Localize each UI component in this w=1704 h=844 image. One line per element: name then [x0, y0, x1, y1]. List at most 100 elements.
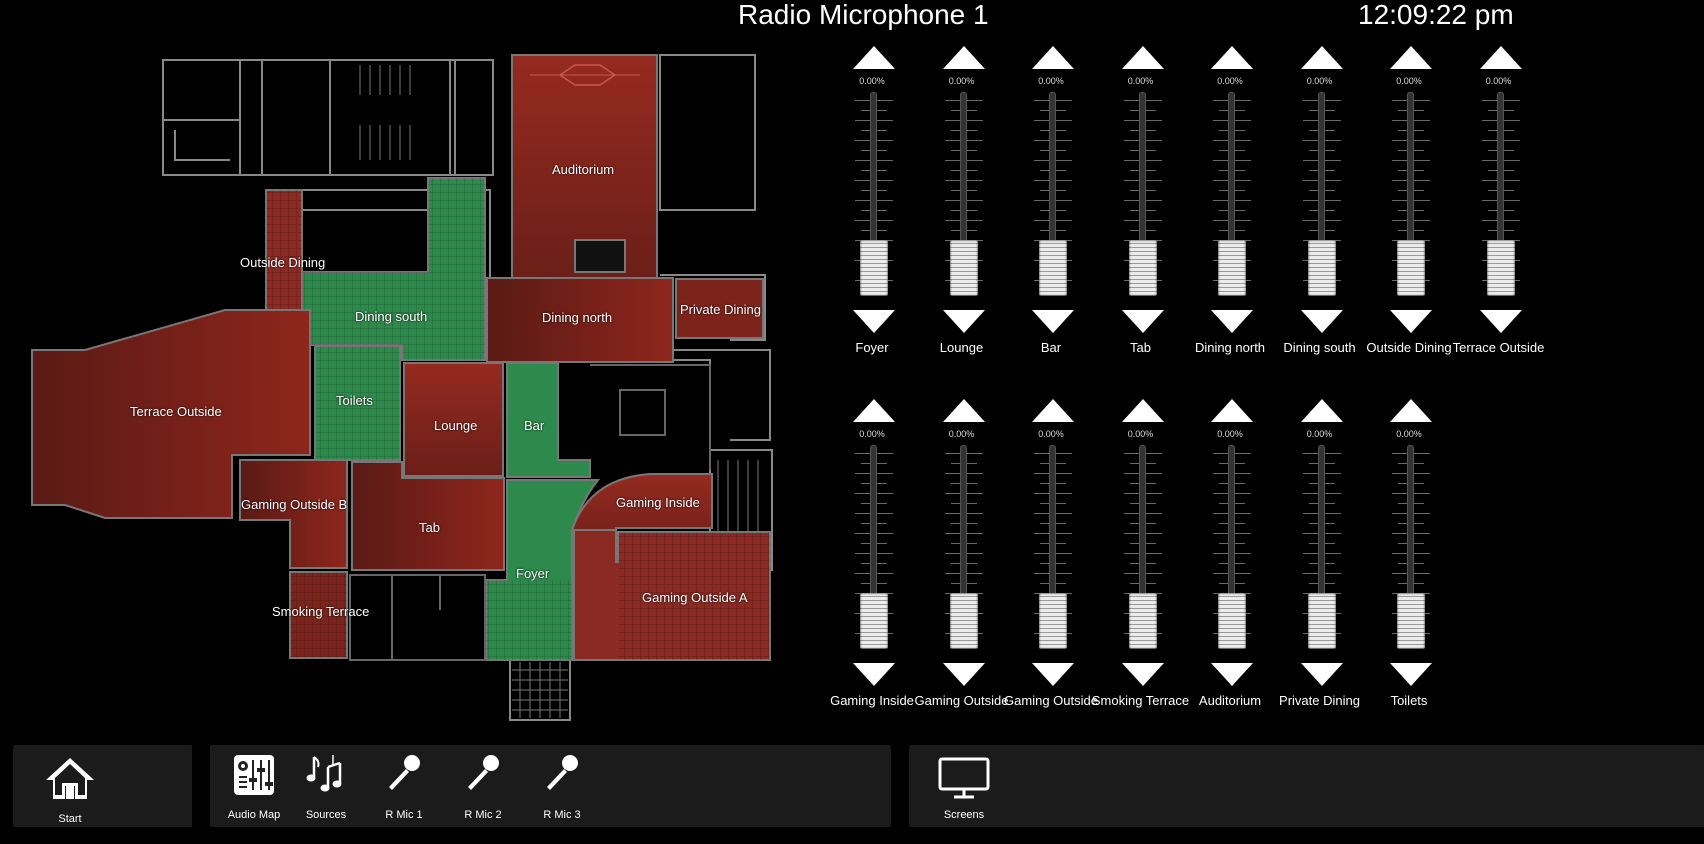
fader-zone-name: Auditorium — [1198, 693, 1262, 708]
zone-label-foyer[interactable]: Foyer — [516, 566, 550, 581]
fader-level: 0.00% — [859, 76, 885, 86]
volume-up-button[interactable] — [853, 46, 895, 69]
volume-down-button[interactable] — [853, 310, 895, 333]
volume-up-button[interactable] — [942, 399, 985, 422]
zone-label-dining-south[interactable]: Dining south — [355, 309, 428, 324]
volume-up-button[interactable] — [1032, 399, 1074, 422]
volume-down-button[interactable] — [1121, 663, 1164, 686]
volume-down-button[interactable] — [853, 663, 895, 686]
volume-down-button[interactable] — [1300, 663, 1343, 686]
fader-knob[interactable] — [1128, 593, 1157, 649]
fader-zone-name: Private Dining — [1279, 693, 1360, 708]
volume-up-button[interactable] — [1211, 46, 1253, 69]
rmic3-button[interactable]: R Mic 3 — [523, 745, 601, 827]
zone-label-gaming-outside-b[interactable]: Gaming Outside B — [241, 497, 348, 512]
floor-plan-map — [31, 54, 773, 721]
volume-down-button[interactable] — [1300, 310, 1343, 333]
fader-knob[interactable] — [1218, 240, 1246, 296]
fader-knob[interactable] — [860, 240, 888, 296]
fader-knob[interactable] — [1486, 240, 1515, 296]
zone-label-lounge[interactable]: Lounge — [434, 418, 478, 433]
microphone-icon — [389, 755, 420, 790]
home-icon — [46, 758, 94, 799]
rmic1-label: R Mic 1 — [385, 809, 423, 821]
fader-knob[interactable] — [1039, 593, 1067, 649]
screens-button[interactable]: Screens — [925, 745, 1003, 827]
fader-strip: 0.00%Bar — [1006, 42, 1096, 382]
fader-zone-name: Gaming Outside — [914, 693, 1009, 708]
volume-up-button[interactable] — [1211, 399, 1253, 422]
fader-knob[interactable] — [949, 240, 978, 296]
rmic2-label: R Mic 2 — [464, 809, 502, 821]
fader-zone-name: Dining north — [1194, 340, 1266, 355]
zone-label-bar[interactable]: Bar — [524, 418, 545, 433]
fader-level: 0.00% — [1127, 429, 1154, 439]
sources-button[interactable]: Sources — [287, 745, 365, 827]
fader-zone-name: Outside Dining — [1366, 340, 1452, 355]
volume-up-button[interactable] — [1390, 46, 1432, 69]
nav-panel-start: Start — [13, 745, 192, 827]
zone-label-tab[interactable]: Tab — [419, 520, 440, 535]
volume-up-button[interactable] — [1390, 399, 1432, 422]
volume-up-button[interactable] — [942, 46, 985, 69]
zone-label-gaming-inside[interactable]: Gaming Inside — [616, 495, 700, 510]
fader-knob[interactable] — [1397, 240, 1425, 296]
fader-knob[interactable] — [949, 593, 978, 649]
microphone-icon — [468, 755, 499, 790]
clock: 12:09:22 pm — [1358, 0, 1514, 30]
fader-strip: 0.00%Outside Dining — [1364, 42, 1454, 382]
volume-up-button[interactable] — [853, 399, 895, 422]
volume-down-button[interactable] — [1390, 663, 1432, 686]
fader-knob[interactable] — [1307, 593, 1336, 649]
fader-strip: 0.00% Tab — [1096, 42, 1186, 382]
zone-label-gaming-outside-a[interactable]: Gaming Outside A — [642, 590, 748, 605]
fader-zone-name: Terrace Outside — [1452, 340, 1545, 355]
fader-knob[interactable] — [1039, 240, 1067, 296]
volume-down-button[interactable] — [1479, 310, 1522, 333]
fader-knob[interactable] — [860, 593, 888, 649]
fader-strip: 0.00%Dining south — [1275, 42, 1365, 382]
fader-strip: 0.00%Foyer — [827, 42, 917, 382]
zone-label-outside-dining[interactable]: Outside Dining — [240, 255, 326, 270]
fader-knob[interactable] — [1128, 240, 1157, 296]
volume-up-button[interactable] — [1032, 46, 1074, 69]
zone-label-smoking-terrace[interactable]: Smoking Terrace — [272, 604, 370, 619]
fader-strip: 0.00% Dining north — [1185, 42, 1275, 382]
fader-knob[interactable] — [1218, 593, 1246, 649]
rmic2-button[interactable]: R Mic 2 — [444, 745, 522, 827]
volume-up-button[interactable] — [1300, 399, 1343, 422]
fader-knob[interactable] — [1397, 593, 1425, 649]
volume-up-button[interactable] — [1479, 46, 1522, 69]
volume-down-button[interactable] — [1121, 310, 1164, 333]
zone-label-toilets[interactable]: Toilets — [336, 393, 373, 408]
rmic3-label: R Mic 3 — [543, 809, 581, 821]
fader-strip: 0.00%Toilets — [1364, 395, 1454, 735]
fader-zone-name: Dining south — [1283, 340, 1356, 355]
volume-down-button[interactable] — [1211, 663, 1253, 686]
rmic1-button[interactable]: R Mic 1 — [365, 745, 443, 827]
zone-label-dining-north[interactable]: Dining north — [542, 310, 613, 325]
volume-down-button[interactable] — [1211, 310, 1253, 333]
volume-up-button[interactable] — [1300, 46, 1343, 69]
volume-down-button[interactable] — [1032, 310, 1074, 333]
zone-label-auditorium[interactable]: Auditorium — [552, 162, 615, 177]
zone-label-terrace-outside[interactable]: Terrace Outside — [130, 404, 222, 419]
start-button[interactable]: Start — [31, 745, 109, 827]
fader-strip: 0.00%Smoking Terrace — [1092, 395, 1189, 735]
fader-level: 0.00% — [1127, 76, 1154, 86]
start-label: Start — [58, 813, 82, 825]
fader-level: 0.00% — [1038, 429, 1064, 439]
fader-zone-name: Bar — [1040, 340, 1062, 355]
volume-down-button[interactable] — [942, 663, 985, 686]
volume-down-button[interactable] — [1032, 663, 1074, 686]
volume-down-button[interactable] — [942, 310, 985, 333]
volume-up-button[interactable] — [1121, 46, 1164, 69]
zone-label-private-dining[interactable]: Private Dining — [680, 302, 761, 317]
fader-strip: 0.00%Lounge — [917, 42, 1007, 382]
volume-up-button[interactable] — [1121, 399, 1164, 422]
fader-knob[interactable] — [1307, 240, 1336, 296]
volume-down-button[interactable] — [1390, 310, 1432, 333]
audio-map-button[interactable]: Audio Map — [215, 745, 293, 827]
fader-zone-name: Tab — [1130, 340, 1151, 355]
fader-level: 0.00% — [1217, 76, 1243, 86]
